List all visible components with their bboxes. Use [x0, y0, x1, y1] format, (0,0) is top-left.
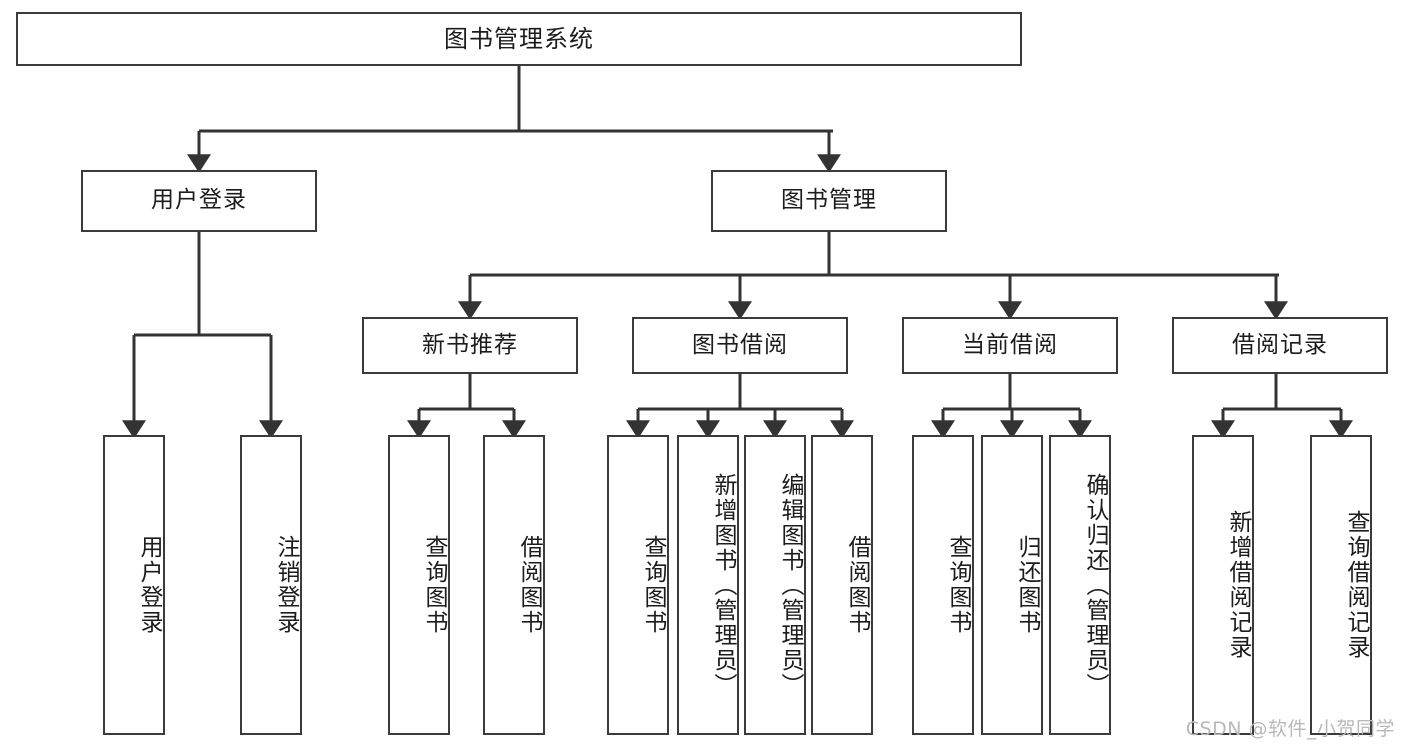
node-label: 用户登录 — [151, 187, 247, 214]
node-borrow-record[interactable]: 借阅记录 — [1172, 317, 1388, 374]
node-label: 归还图书 — [1014, 535, 1040, 635]
node-new-book-recommend[interactable]: 新书推荐 — [362, 317, 578, 374]
leaf-book-borrow-add[interactable]: 新增图书（管理员） — [677, 435, 739, 735]
leaf-new-book-borrow[interactable]: 借阅图书 — [483, 435, 545, 735]
node-label: 借阅图书 — [516, 535, 542, 635]
node-label: 借阅图书 — [844, 535, 870, 635]
node-label: 借阅记录 — [1232, 331, 1328, 358]
leaf-current-borrow-return[interactable]: 归还图书 — [981, 435, 1043, 735]
node-label: 查询图书 — [421, 535, 447, 635]
leaf-book-borrow-lend[interactable]: 借阅图书 — [811, 435, 873, 735]
node-book-borrow[interactable]: 图书借阅 — [632, 317, 848, 374]
node-root-system[interactable]: 图书管理系统 — [16, 12, 1022, 66]
node-label: 注销登录 — [273, 535, 299, 635]
leaf-user-login-signout[interactable]: 注销登录 — [240, 435, 302, 735]
leaf-book-borrow-query[interactable]: 查询图书 — [607, 435, 669, 735]
node-label: 用户登录 — [136, 535, 162, 635]
node-label: 新增借阅记录 — [1225, 510, 1251, 660]
node-label: 图书管理系统 — [444, 24, 594, 53]
node-label: 新书推荐 — [422, 331, 518, 358]
node-current-borrow[interactable]: 当前借阅 — [902, 317, 1118, 374]
leaf-new-book-query[interactable]: 查询图书 — [388, 435, 450, 735]
leaf-current-borrow-query[interactable]: 查询图书 — [912, 435, 974, 735]
leaf-borrow-record-query[interactable]: 查询借阅记录 — [1310, 435, 1372, 735]
node-label: 确认归还（管理员） — [1082, 472, 1108, 698]
node-label: 编辑图书（管理员） — [777, 472, 803, 698]
node-label: 当前借阅 — [962, 331, 1058, 358]
node-user-login[interactable]: 用户登录 — [81, 170, 317, 232]
node-label: 新增图书（管理员） — [710, 472, 736, 698]
leaf-current-borrow-confirm-return[interactable]: 确认归还（管理员） — [1049, 435, 1111, 735]
node-label: 图书借阅 — [692, 331, 788, 358]
node-label: 查询图书 — [945, 535, 971, 635]
node-label: 查询借阅记录 — [1343, 510, 1369, 660]
leaf-book-borrow-edit[interactable]: 编辑图书（管理员） — [744, 435, 806, 735]
node-book-management[interactable]: 图书管理 — [711, 170, 947, 232]
watermark: CSDN @软件_小贺同学 — [1185, 718, 1395, 740]
leaf-user-login-signin[interactable]: 用户登录 — [103, 435, 165, 735]
node-label: 图书管理 — [781, 187, 877, 214]
leaf-borrow-record-add[interactable]: 新增借阅记录 — [1192, 435, 1254, 735]
node-label: 查询图书 — [640, 535, 666, 635]
